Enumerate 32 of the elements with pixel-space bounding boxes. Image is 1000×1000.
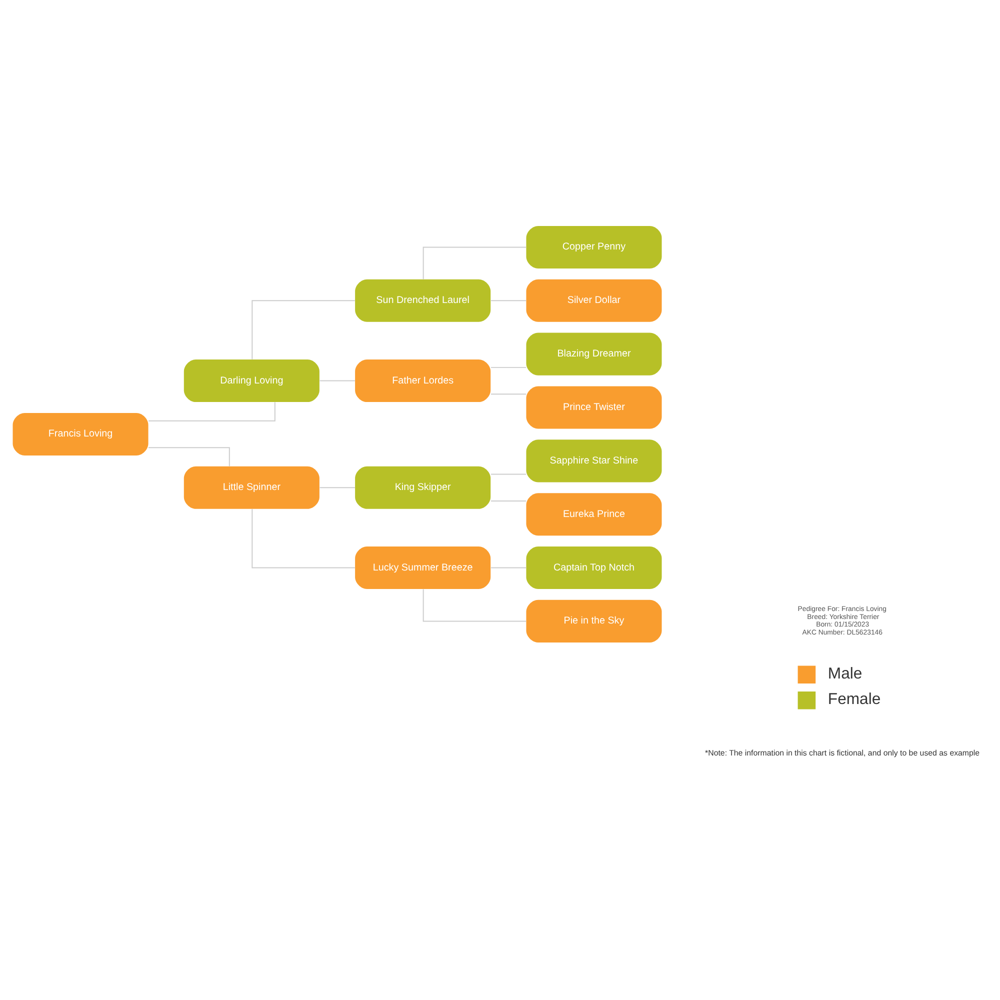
connector xyxy=(490,500,527,501)
connector xyxy=(148,401,276,421)
node-box: Eureka Prince xyxy=(526,492,662,536)
node-box: Francis Loving xyxy=(12,412,148,455)
connector xyxy=(422,246,527,280)
label: *Note: The information in this chart is fictional, and only to be used as example xyxy=(705,748,980,758)
node-box: Father Lordes xyxy=(355,359,491,402)
connector xyxy=(148,446,230,466)
connector xyxy=(319,380,356,381)
connector xyxy=(252,300,356,360)
node-box: King Skipper xyxy=(355,466,491,508)
connector xyxy=(490,393,527,394)
connector xyxy=(252,508,356,568)
node-box: Sun Drenched Laurel xyxy=(355,278,491,322)
node-box: Prince Twister xyxy=(526,386,662,428)
node-box: Lucky Summer Breeze xyxy=(355,546,491,589)
node-box: Sapphire Star Shine xyxy=(526,439,662,482)
node-box: Copper Penny xyxy=(526,225,662,268)
node-box: Blazing Dreamer xyxy=(526,332,662,375)
connector xyxy=(319,486,356,488)
connector xyxy=(490,366,527,368)
legend-label: Female xyxy=(828,690,881,708)
legend-label: Male xyxy=(828,664,862,682)
node-box: Little Spinner xyxy=(184,466,320,508)
connector xyxy=(490,566,527,568)
node-box: Pie in the Sky xyxy=(526,599,662,642)
node-box: Darling Loving xyxy=(184,359,320,402)
connector xyxy=(490,473,527,474)
connector xyxy=(422,588,527,622)
node-box: Silver Dollar xyxy=(526,278,662,322)
node-box: Captain Top Notch xyxy=(526,546,662,589)
connector xyxy=(490,300,527,301)
